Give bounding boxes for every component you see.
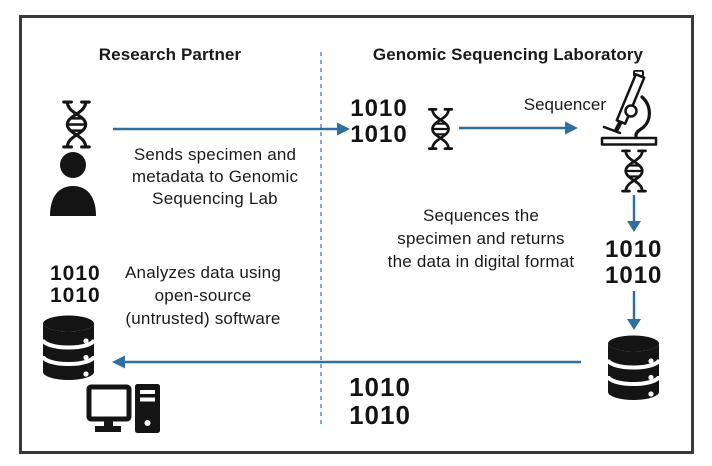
arrow-sequencer-output (627, 195, 641, 232)
arrow-send-specimen (113, 122, 350, 136)
send-specimen-note: Sends specimen and metadata to Genomic S… (131, 145, 299, 208)
research-partner-title: Research Partner (98, 45, 242, 64)
sequencing-laboratory-title: Genomic Sequencing Laboratory (372, 45, 644, 64)
diagram-frame (19, 15, 694, 454)
dna-icon-sequenced (621, 149, 647, 193)
database-icon-partner (41, 315, 96, 380)
binary-sequencer-output: 1010 1010 (605, 236, 663, 289)
desktop-computer-icon (86, 384, 160, 433)
column-divider-dashed-line (320, 52, 322, 424)
database-icon-lab (606, 335, 661, 400)
arrow-to-sequencer (459, 121, 578, 135)
binary-lab-input: 1010 1010 (350, 95, 408, 148)
dna-icon-lab (428, 108, 453, 150)
microscope-icon (600, 70, 658, 146)
person-icon (50, 152, 96, 216)
dna-icon-specimen (62, 100, 91, 149)
arrow-to-database (627, 291, 641, 330)
analyze-data-note: Analyzes data using open-source (untrust… (125, 263, 281, 328)
binary-returned-data: 1010 1010 (349, 372, 411, 430)
binary-analyzed-data: 1010 1010 (50, 262, 101, 307)
sequencer-label: Sequencer (523, 95, 606, 114)
arrow-return-data (112, 355, 581, 369)
sequence-specimen-note: Sequences the specimen and returns the d… (387, 206, 575, 271)
